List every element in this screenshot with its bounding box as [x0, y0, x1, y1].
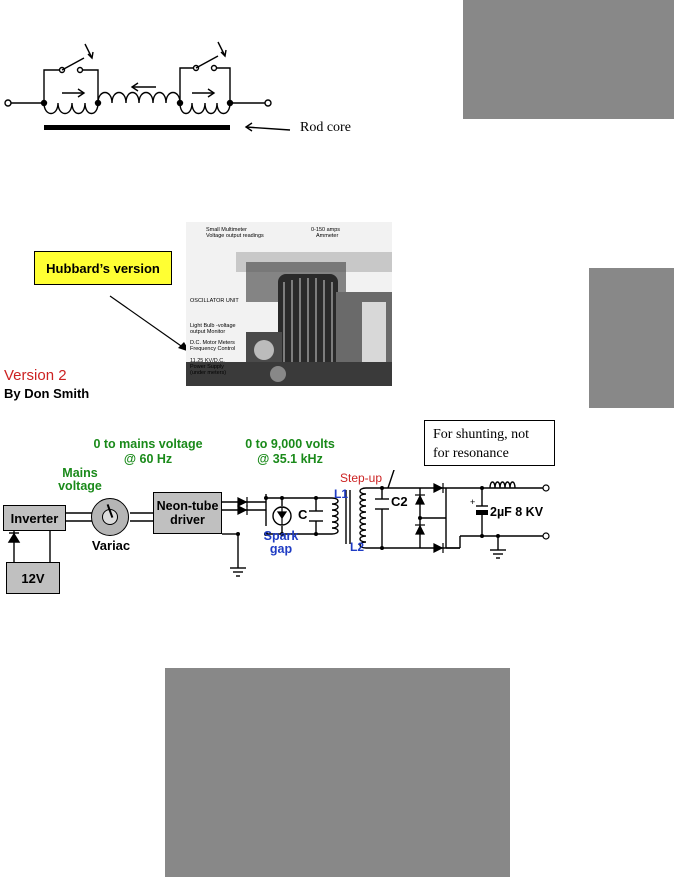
mains-range-label: 0 to mains voltage @ 60 Hz	[93, 437, 203, 466]
hubbard-callout-label: Hubbard’s version	[46, 260, 160, 276]
circuit-diagram: +	[7, 470, 550, 577]
variac-knob	[91, 498, 129, 536]
rod-core-label: Rod core	[300, 120, 351, 135]
photo-label-ammeter: 0-150 amps	[311, 227, 340, 233]
svg-text:Ammeter: Ammeter	[316, 233, 338, 239]
svg-text:Frequency Control: Frequency Control	[190, 346, 235, 352]
coil-diagram: Rod core	[4, 41, 351, 135]
gray-block-top-right	[463, 0, 674, 119]
photo-label-bulb: Light Bulb -voltage	[190, 323, 236, 329]
battery-label: 12V	[21, 570, 45, 586]
gray-block-right	[589, 268, 674, 408]
svg-text:+: +	[470, 497, 475, 507]
c2-label: C2	[391, 494, 408, 509]
oscillator-photo: Small Multimeter Voltage output readings…	[186, 222, 392, 386]
svg-text:Voltage output readings: Voltage output readings	[206, 233, 264, 239]
version-title: Version 2	[4, 367, 67, 384]
photo-label-supply: 11.25 KV/D.C.	[190, 358, 225, 364]
stepup-label: Step-up	[340, 471, 383, 485]
hubbard-callout: Hubbard’s version	[34, 251, 172, 285]
spark-gap-label: Spark gap	[263, 529, 299, 556]
variac-label: Variac	[91, 538, 131, 553]
svg-text:Power Supply: Power Supply	[190, 364, 224, 370]
gray-block-bottom	[165, 668, 510, 877]
neon-driver-box: Neon-tube driver	[153, 492, 222, 534]
photo-label-multimeter: Small Multimeter	[206, 227, 247, 233]
neon-driver-line1: Neon-tube	[156, 499, 219, 513]
neon-driver-line2: driver	[170, 513, 205, 527]
photo-label-motor: D.C. Motor Meters	[190, 340, 235, 346]
svg-text:output Monitor: output Monitor	[190, 329, 225, 335]
shunting-note-line1: For shunting, not	[433, 427, 530, 442]
svg-text:(under meters): (under meters)	[190, 370, 226, 376]
battery-box: 12V	[6, 562, 60, 594]
l1-label: L1	[334, 487, 349, 501]
inverter-box: Inverter	[3, 505, 66, 531]
shunting-note-line2: for resonance	[433, 446, 509, 461]
inverter-label: Inverter	[10, 510, 59, 526]
shunting-note: For shunting, not for resonance	[424, 420, 555, 466]
version-author: By Don Smith	[4, 386, 90, 401]
l2-label: L2	[350, 540, 365, 554]
hv-range-label: 0 to 9,000 volts @ 35.1 kHz	[245, 437, 335, 466]
callout-arrow	[109, 295, 190, 352]
output-cap-label: 2µF 8 KV	[490, 505, 544, 519]
cap-c-label: C	[298, 507, 308, 522]
mains-voltage-label: Mains voltage	[58, 466, 102, 493]
photo-label-unit: OSCILLATOR UNIT	[190, 298, 239, 304]
